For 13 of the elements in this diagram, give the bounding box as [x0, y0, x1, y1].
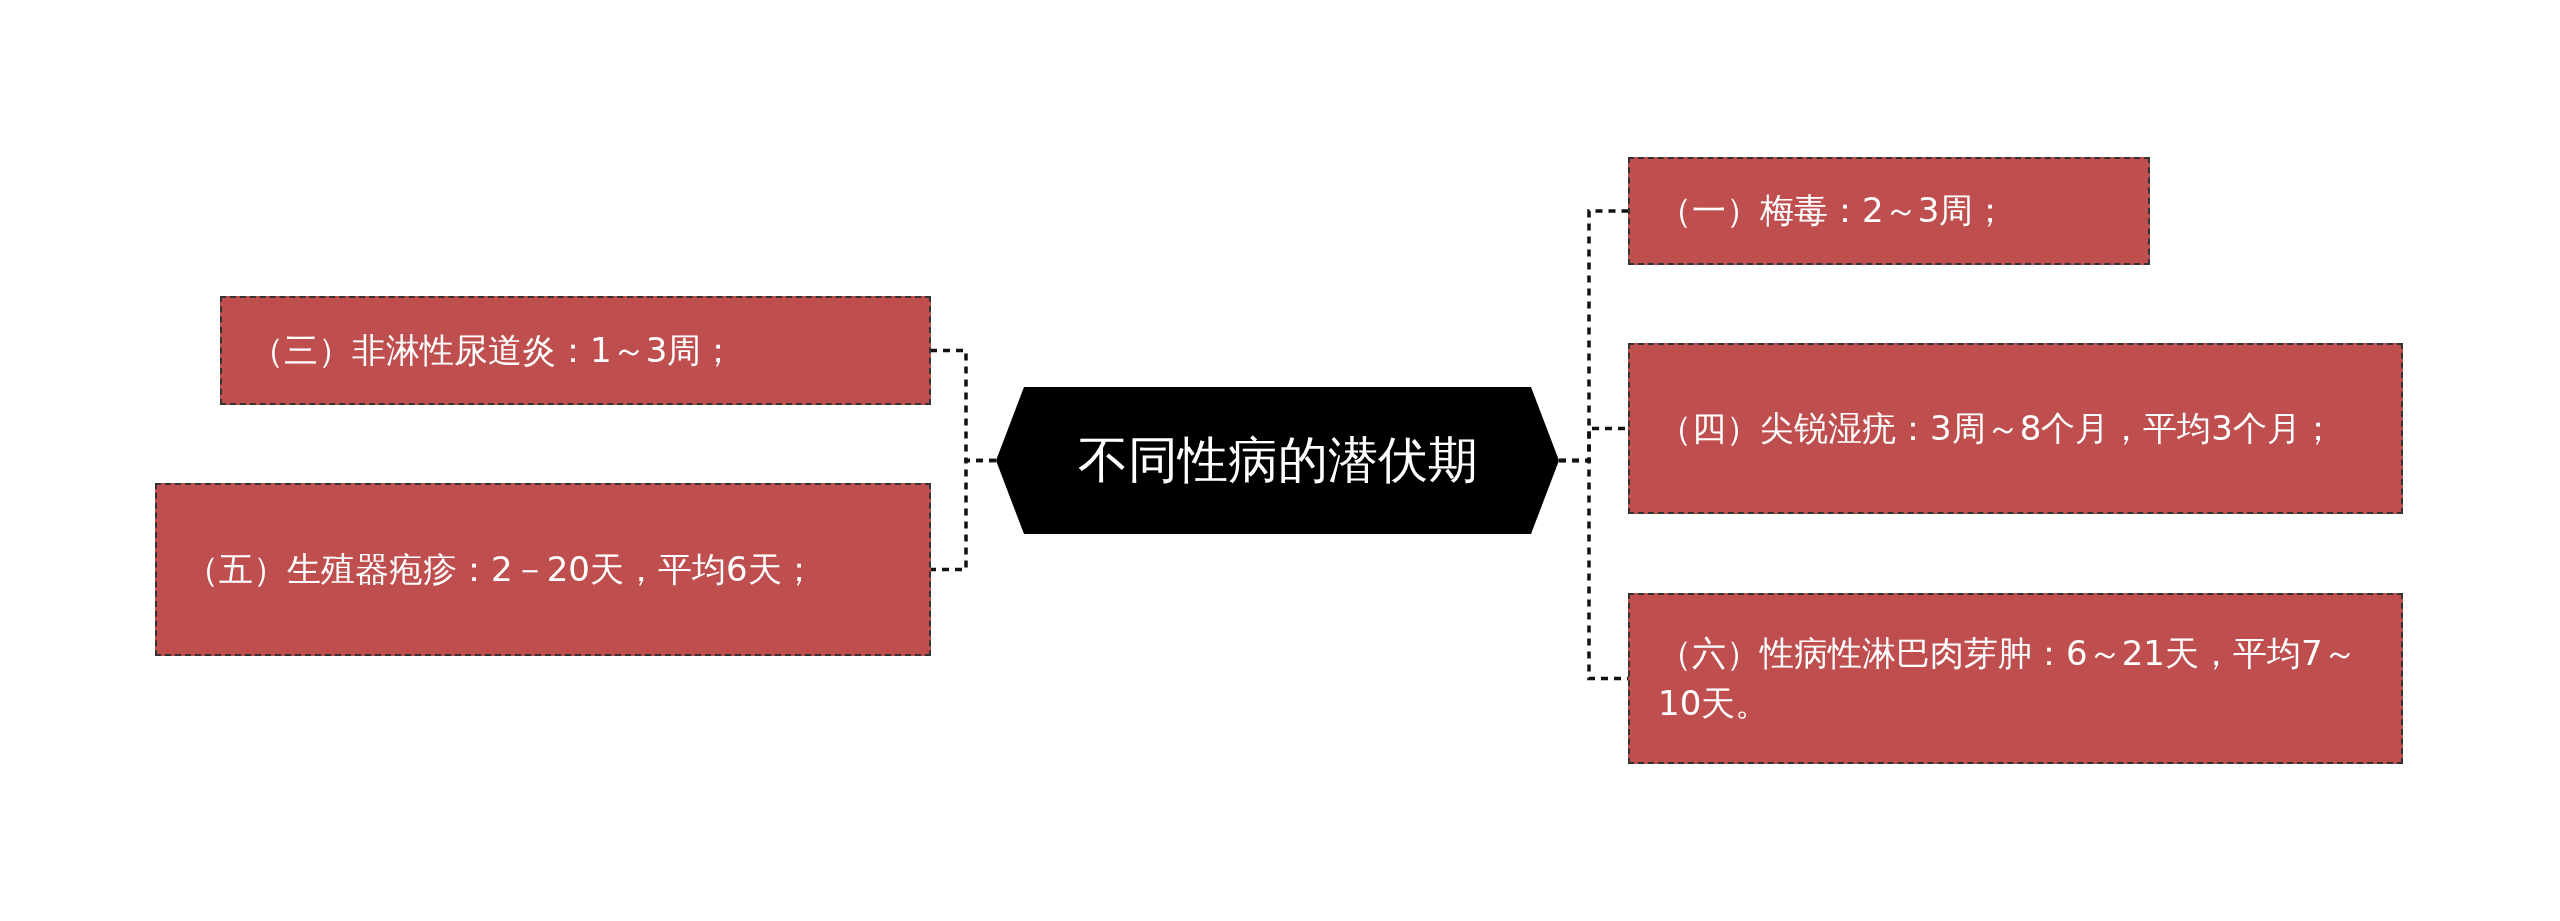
central-topic: 不同性病的潜伏期 [1077, 430, 1478, 491]
topic-box [220, 296, 931, 405]
topic-text: （六）性病性淋巴肉芽肿：6～21天，平均7～10天。 [1658, 632, 2358, 725]
topic-text: （一）梅毒：2～3周； [1658, 189, 2008, 233]
topic-box [1628, 343, 2403, 514]
topic-box [1628, 593, 2403, 764]
topic-text: （三）非淋性尿道炎：1～3周； [250, 328, 736, 372]
connector-line [931, 458, 996, 572]
topic-box [155, 483, 931, 656]
hexagon-node [996, 387, 1559, 534]
topic-box [1628, 157, 2150, 265]
topic-text: （五）生殖器疱疹：2－20天，平均6天； [185, 547, 816, 591]
topic-text: （四）尖锐湿疣：3周～8个月，平均3个月； [1658, 406, 2335, 450]
